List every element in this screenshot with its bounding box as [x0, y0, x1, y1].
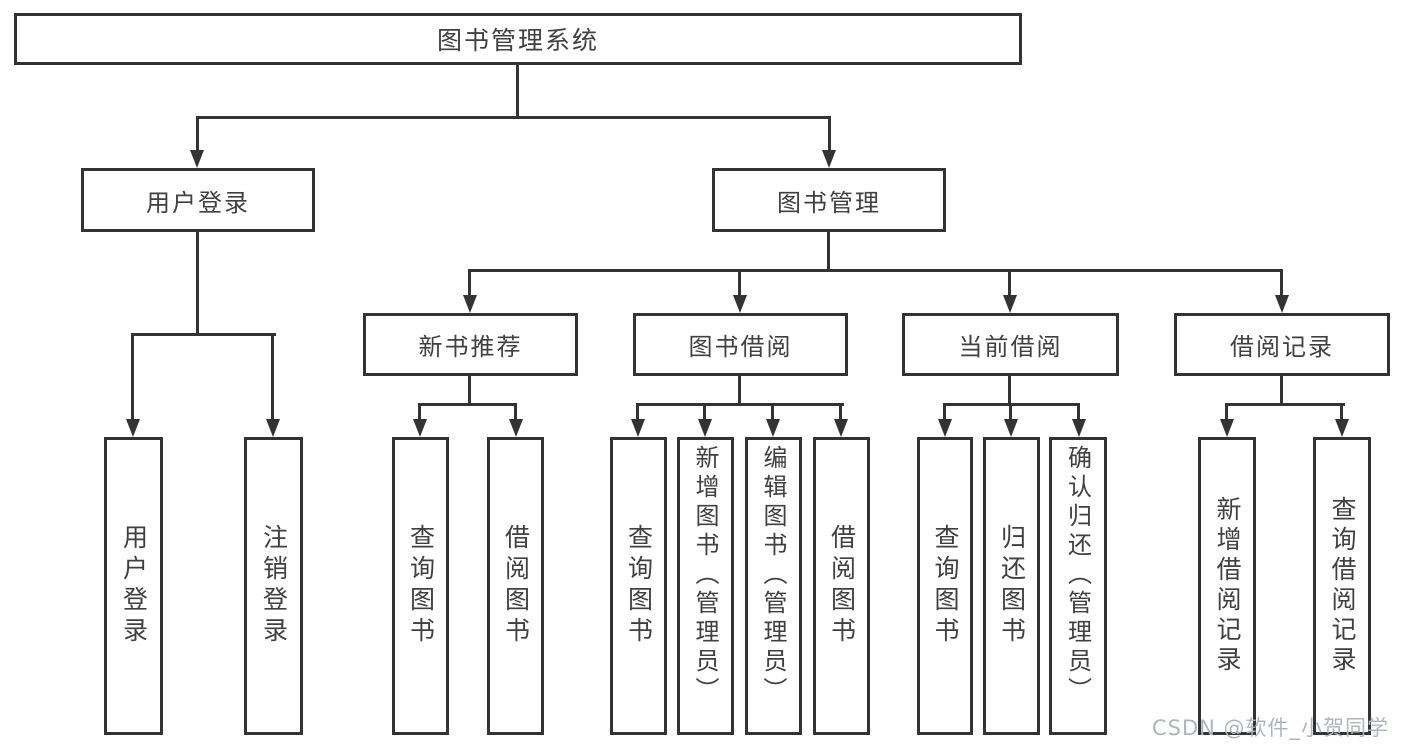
connector-line — [943, 403, 1080, 406]
node-library-system-label: 图书管理系统 — [436, 26, 599, 55]
arrowhead-down-icon — [938, 419, 952, 437]
connector-line — [738, 272, 741, 298]
connector-line — [1077, 406, 1080, 421]
connector-line — [468, 376, 471, 406]
arrowhead-down-icon — [190, 150, 204, 168]
leaf-edit-book-admin-label: 编辑图书（管理员） — [759, 445, 787, 706]
leaf-borrow-books-recommend-label: 借阅图书 — [501, 524, 531, 648]
node-book-borrowing: 图书借阅 — [633, 313, 848, 376]
connector-line — [738, 376, 741, 406]
leaf-add-book-admin: 新增图书（管理员） — [677, 437, 734, 735]
arrowhead-down-icon — [1220, 419, 1234, 437]
connector-line — [1280, 272, 1283, 298]
arrowhead-down-icon — [733, 295, 747, 313]
arrowhead-down-icon — [413, 419, 427, 437]
leaf-logout: 注销登录 — [244, 437, 303, 735]
connector-line — [1280, 376, 1283, 406]
connector-line — [514, 406, 517, 421]
leaf-borrow-books-borrowing: 借阅图书 — [813, 437, 870, 735]
leaf-query-borrow-record: 查询借阅记录 — [1313, 437, 1371, 735]
connector-line — [1340, 406, 1343, 421]
arrowhead-down-icon — [266, 419, 280, 437]
leaf-return-book: 归还图书 — [983, 437, 1040, 735]
leaf-query-books-current-label: 查询图书 — [931, 524, 960, 648]
connector-line — [1225, 406, 1228, 421]
node-borrowing-records-label: 借阅记录 — [1230, 333, 1334, 361]
leaf-user-login: 用户登录 — [104, 437, 163, 735]
leaf-query-books-current: 查询图书 — [917, 437, 973, 735]
arrowhead-down-icon — [766, 419, 780, 437]
connector-line — [1009, 406, 1012, 421]
connector-line — [1008, 272, 1011, 298]
connector-line — [196, 232, 199, 336]
connector-line — [196, 119, 199, 153]
leaf-query-books-borrowing-label: 查询图书 — [624, 524, 654, 648]
node-new-book-recommend-label: 新书推荐 — [418, 333, 523, 361]
leaf-query-books-borrowing: 查询图书 — [610, 437, 667, 735]
arrowhead-down-icon — [822, 150, 836, 168]
leaf-add-borrow-record: 新增借阅记录 — [1198, 437, 1256, 735]
leaf-add-borrow-record-label: 新增借阅记录 — [1213, 496, 1242, 676]
arrowhead-down-icon — [126, 419, 140, 437]
connector-line — [1225, 403, 1345, 406]
node-user-login-label: 用户登录 — [146, 188, 250, 217]
node-borrowing-records: 借阅记录 — [1174, 313, 1390, 376]
leaf-query-borrow-record-label: 查询借阅记录 — [1328, 496, 1357, 676]
arrowhead-down-icon — [834, 419, 848, 437]
leaf-borrow-books-borrowing-label: 借阅图书 — [827, 524, 857, 648]
connector-line — [703, 406, 706, 421]
leaf-logout-label: 注销登录 — [259, 524, 289, 648]
leaf-edit-book-admin: 编辑图书（管理员） — [745, 437, 802, 735]
connector-line — [839, 406, 842, 421]
leaf-return-book-label: 归还图书 — [997, 524, 1027, 648]
node-book-management-label: 图书管理 — [777, 188, 881, 217]
leaf-query-books-recommend: 查询图书 — [392, 437, 449, 735]
leaf-query-books-recommend-label: 查询图书 — [406, 524, 436, 648]
connector-line — [271, 336, 274, 422]
connector-line — [636, 403, 844, 406]
connector-line — [418, 403, 517, 406]
connector-line — [636, 406, 639, 421]
leaf-borrow-books-recommend: 借阅图书 — [487, 437, 544, 735]
node-current-borrowing-label: 当前借阅 — [958, 333, 1063, 361]
connector-line — [468, 272, 471, 298]
connector-line — [828, 119, 831, 153]
arrowhead-down-icon — [698, 419, 712, 437]
connector-line — [516, 65, 519, 119]
arrowhead-down-icon — [463, 295, 477, 313]
connector-line — [771, 406, 774, 421]
leaf-confirm-return-admin-label: 确认归还（管理员） — [1063, 445, 1092, 706]
arrowhead-down-icon — [1275, 295, 1289, 313]
node-book-management: 图书管理 — [712, 168, 946, 232]
watermark: CSDN @软件_小贺同学 — [1152, 716, 1390, 740]
arrowhead-down-icon — [1072, 419, 1086, 437]
connector-line — [1008, 376, 1011, 406]
node-current-borrowing: 当前借阅 — [902, 313, 1119, 376]
connector-line — [196, 116, 831, 119]
arrowhead-down-icon — [1003, 295, 1017, 313]
connector-line — [418, 406, 421, 421]
node-library-system: 图书管理系统 — [14, 13, 1022, 65]
connector-line — [943, 406, 946, 421]
connector-line — [131, 336, 134, 422]
node-user-login: 用户登录 — [81, 168, 315, 232]
leaf-user-login-label: 用户登录 — [119, 524, 149, 648]
leaf-add-book-admin-label: 新增图书（管理员） — [691, 445, 719, 706]
arrowhead-down-icon — [631, 419, 645, 437]
node-book-borrowing-label: 图书借阅 — [688, 333, 793, 361]
leaf-confirm-return-admin: 确认归还（管理员） — [1049, 437, 1107, 735]
arrowhead-down-icon — [1004, 419, 1018, 437]
arrowhead-down-icon — [1335, 419, 1349, 437]
arrowhead-down-icon — [509, 419, 523, 437]
connector-line — [468, 269, 1283, 272]
connector-line — [827, 232, 830, 272]
node-new-book-recommend: 新书推荐 — [363, 313, 578, 376]
connector-line — [131, 333, 276, 336]
